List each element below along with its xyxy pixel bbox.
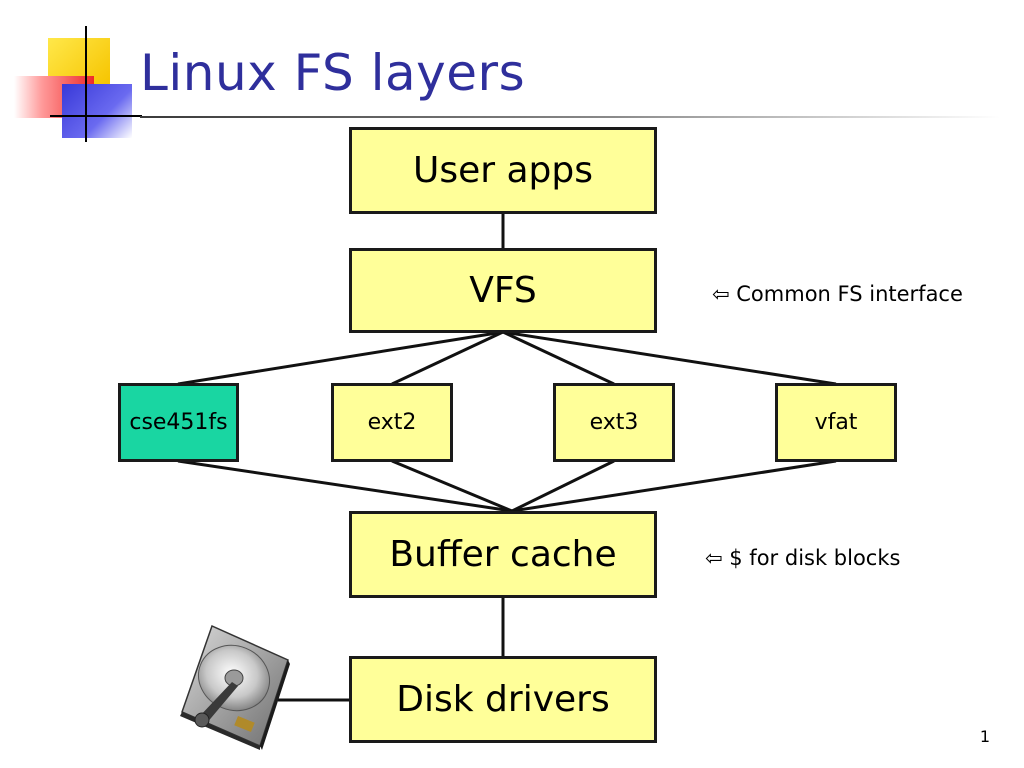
title-underline bbox=[140, 116, 1000, 118]
fs-label: cse451fs bbox=[129, 410, 228, 435]
logo-horizontal-line bbox=[50, 115, 142, 117]
slide-title: Linux FS layers bbox=[140, 44, 526, 102]
buffer-cache-label: Buffer cache bbox=[389, 534, 617, 575]
vfs-box: VFS bbox=[349, 248, 657, 333]
connector-vfs-vfat bbox=[502, 330, 837, 386]
connector-ext3-cache bbox=[511, 459, 615, 513]
user-apps-label: User apps bbox=[412, 150, 594, 191]
fs-box-vfat: vfat bbox=[775, 383, 897, 462]
cache-annotation: ⇦ $ for disk blocks bbox=[705, 546, 901, 570]
vfs-label: VFS bbox=[469, 270, 537, 311]
connector-vfs-cse451fs bbox=[177, 330, 504, 386]
buffer-cache-box: Buffer cache bbox=[349, 511, 657, 598]
connector-cse451fs-cache bbox=[177, 459, 513, 513]
fs-label: ext3 bbox=[589, 410, 639, 435]
connector-ext2-cache bbox=[391, 459, 513, 513]
hard-disk-icon bbox=[180, 624, 290, 750]
logo-vertical-line bbox=[85, 26, 87, 142]
connector-vfat-cache bbox=[511, 459, 837, 513]
vfs-annotation: ⇦ Common FS interface bbox=[712, 282, 963, 306]
fs-box-ext3: ext3 bbox=[553, 383, 675, 462]
user-apps-box: User apps bbox=[349, 127, 657, 214]
connector-vfs-ext2 bbox=[391, 330, 504, 386]
fs-box-ext2: ext2 bbox=[331, 383, 453, 462]
connector-vfs-ext3 bbox=[502, 330, 615, 386]
fs-label: vfat bbox=[814, 410, 858, 435]
fs-label: ext2 bbox=[367, 410, 417, 435]
disk-drivers-label: Disk drivers bbox=[396, 679, 610, 720]
page-number: 1 bbox=[979, 727, 990, 746]
logo-blue-square bbox=[62, 84, 132, 138]
disk-drivers-box: Disk drivers bbox=[349, 656, 657, 743]
fs-box-cse451fs: cse451fs bbox=[118, 383, 239, 462]
